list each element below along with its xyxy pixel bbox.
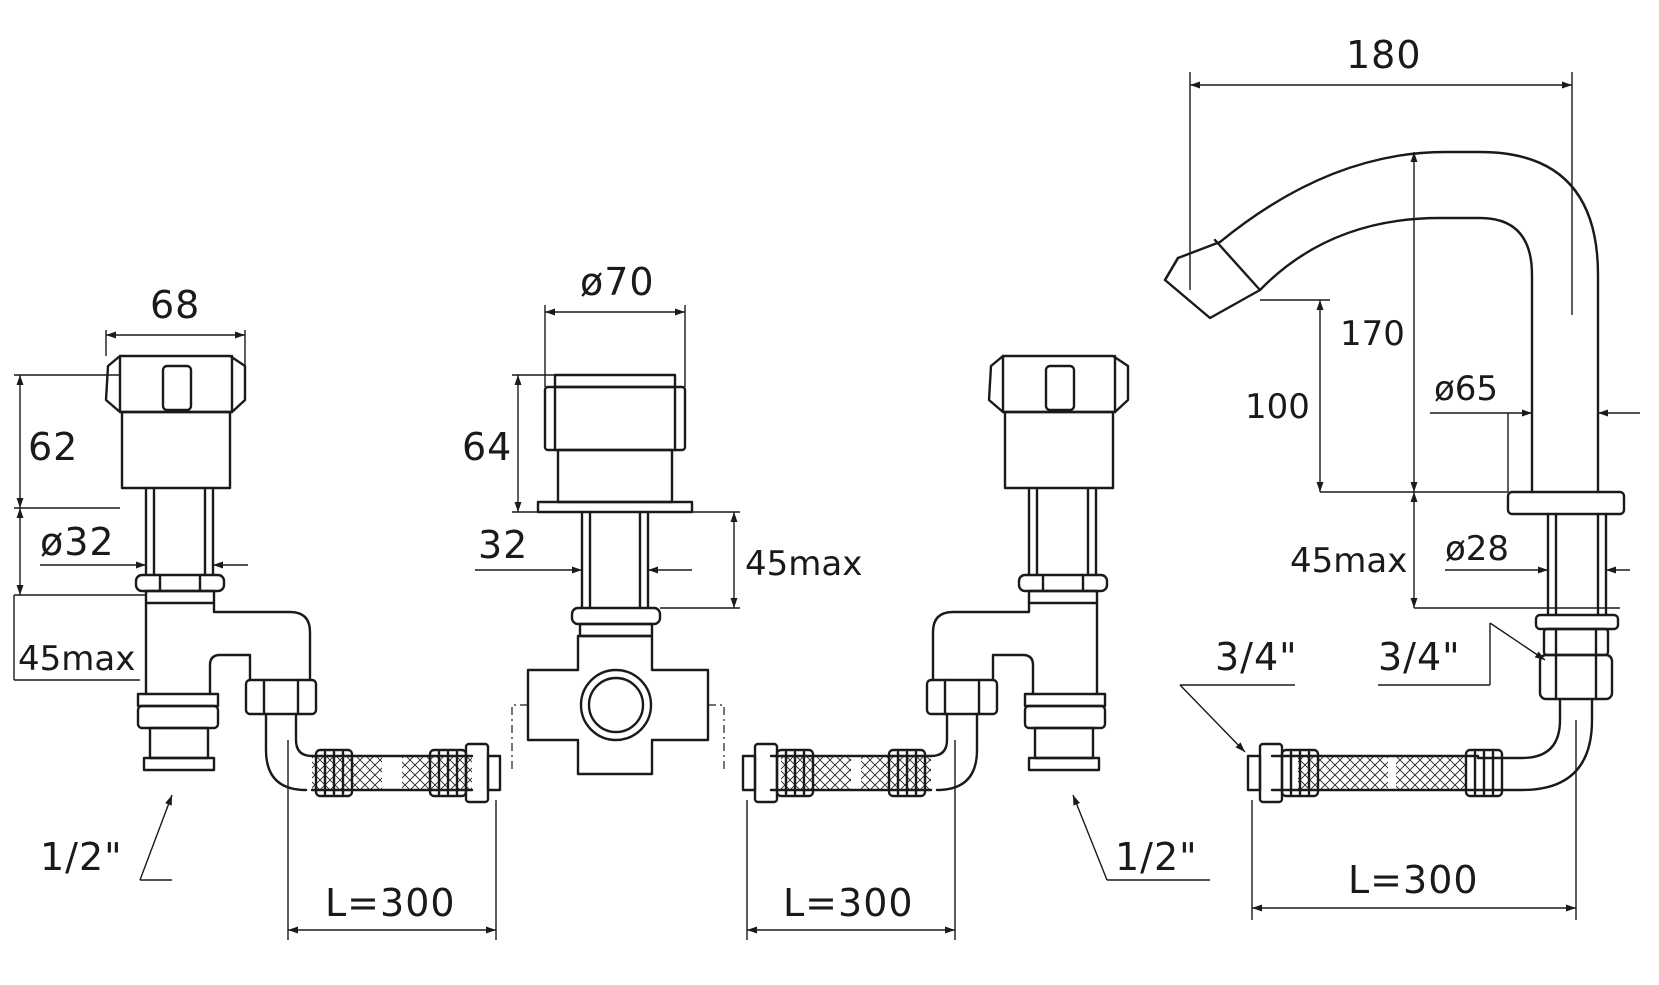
- label-hose-length-left: L=300: [325, 881, 456, 925]
- label-spout-stem-diameter: ø28: [1445, 529, 1509, 569]
- label-spout-mount-max: 45max: [1290, 541, 1407, 581]
- label-diverter-height: 64: [462, 425, 512, 469]
- label-spout-base-diameter: ø65: [1434, 369, 1498, 409]
- label-diverter-mount-max: 45max: [745, 544, 862, 584]
- label-hose-length-mid: L=300: [783, 881, 914, 925]
- spout-hose-braid: [1246, 742, 1504, 804]
- spout: [1163, 150, 1626, 804]
- label-hot-handle-width: 68: [150, 283, 200, 327]
- right-handle-valve: [741, 354, 1130, 804]
- label-hose-length-right: L=300: [1348, 858, 1479, 902]
- label-diverter-diameter: ø70: [580, 260, 655, 304]
- left-hose-braid: [310, 742, 502, 804]
- label-hot-mount-max: 45max: [18, 639, 135, 679]
- label-cold-inlet-thread: 1/2": [1115, 835, 1198, 879]
- label-spout-height: 170: [1340, 314, 1405, 354]
- label-spout-thread-right: 3/4": [1378, 635, 1461, 679]
- label-spout-thread-left: 3/4": [1215, 635, 1298, 679]
- label-hot-inlet-thread: 1/2": [40, 835, 123, 879]
- left-handle-valve: [104, 354, 502, 804]
- right-hose-braid: [741, 742, 933, 804]
- dimension-labels: 68 62 ø32 45max 1/2" ø70 64 32 45max 1/2…: [18, 33, 1509, 925]
- label-diverter-stem: 32: [478, 523, 528, 567]
- label-spout-reach: 180: [1346, 33, 1422, 77]
- dimensions: [13, 72, 1640, 940]
- label-hot-handle-height: 62: [28, 425, 78, 469]
- label-spout-clearance: 100: [1245, 387, 1310, 427]
- label-hot-stem-diameter: ø32: [40, 520, 115, 564]
- center-diverter: [511, 373, 725, 776]
